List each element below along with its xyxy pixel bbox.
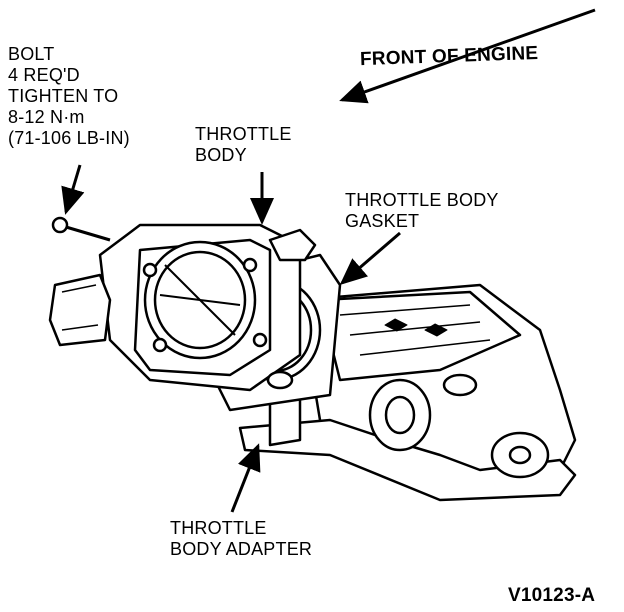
gasket-leader-arrow bbox=[339, 231, 401, 285]
adapter-label-line: THROTTLE bbox=[170, 518, 267, 538]
bolt-label-line: 4 REQ'D bbox=[8, 65, 80, 85]
throttle-position-sensor bbox=[48, 273, 112, 347]
figure-code: V10123-A bbox=[508, 585, 596, 606]
adapter-label-line: BODY ADAPTER bbox=[170, 539, 313, 559]
fitting bbox=[268, 228, 317, 262]
bolt-icon bbox=[51, 216, 111, 242]
bolt-label-line: (71-106 LB-IN) bbox=[8, 128, 130, 148]
port-fitting bbox=[442, 373, 478, 397]
bolt-label: BOLT 4 REQ'D TIGHTEN TO 8-12 N·m (71-106… bbox=[8, 44, 130, 149]
gasket-label-line: THROTTLE BODY bbox=[345, 190, 499, 210]
front-of-engine-arrow bbox=[339, 8, 596, 104]
throttle-body-adapter-label: THROTTLE BODY ADAPTER bbox=[170, 518, 312, 560]
throttle-body-label: THROTTLE BODY bbox=[195, 124, 292, 166]
throttle-body-label-line: THROTTLE bbox=[195, 124, 292, 144]
bolt-leader-arrow bbox=[61, 164, 85, 215]
bolt-label-line: BOLT bbox=[8, 44, 55, 64]
gasket-label-line: GASKET bbox=[345, 211, 420, 231]
bolt-label-line: 8-12 N·m bbox=[8, 107, 85, 127]
port-fitting bbox=[266, 370, 294, 390]
bolt-label-line: TIGHTEN TO bbox=[8, 86, 119, 106]
adapter-leader-arrow bbox=[230, 443, 261, 513]
throttle-body-gasket-label: THROTTLE BODY GASKET bbox=[345, 190, 499, 232]
throttle-body bbox=[98, 223, 302, 392]
throttle-body-label-line: BODY bbox=[195, 145, 247, 165]
